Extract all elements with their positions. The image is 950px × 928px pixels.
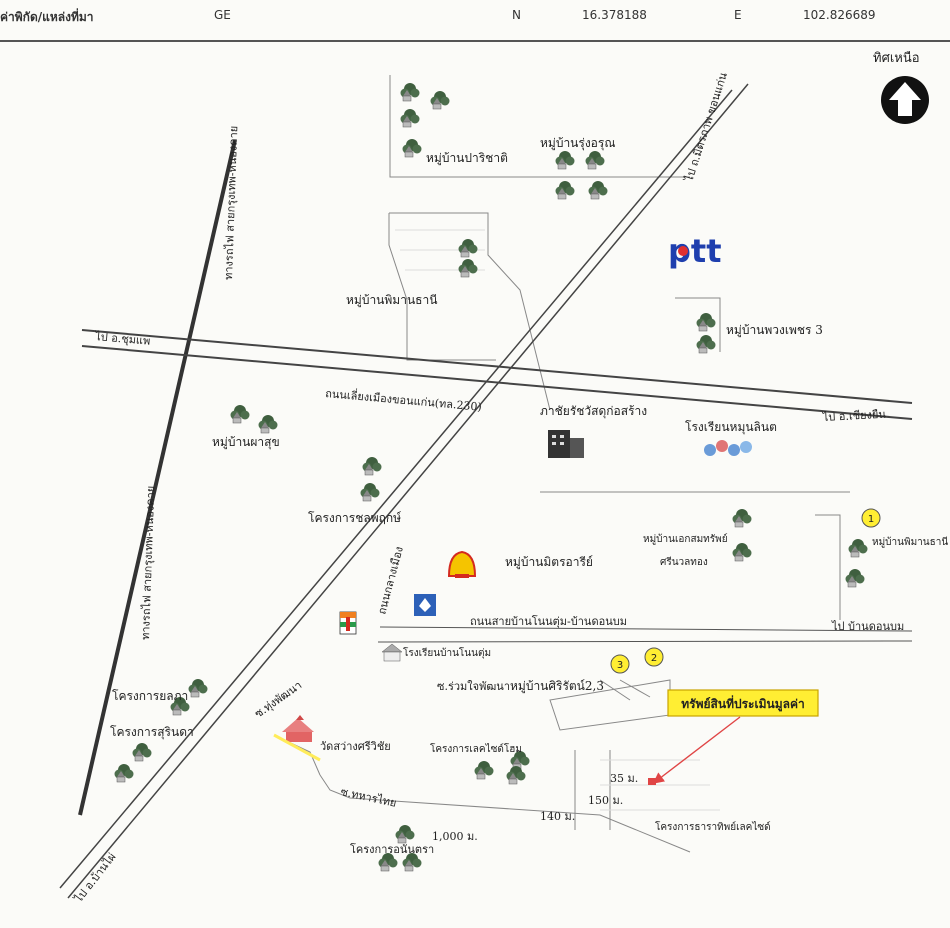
direction-chiangyuen: ไป อ.เชียงยืน <box>821 408 886 424</box>
source-value: GE <box>214 8 231 22</box>
highway-label: ถนนเลี่ยงเมืองขอนแก่น(ทล.230) <box>325 385 483 414</box>
east-value: 102.826689 <box>803 8 876 22</box>
svg-text:3: 3 <box>617 660 623 671</box>
label-rungarun: หมู่บ้านรุ่งอรุณ <box>540 136 615 151</box>
railway-label-bottom: ทางรถไฟ สายกรุงเทพ-หนองคาย <box>139 486 157 641</box>
label-construction: ภาชัยรัชวัสดุก่อสร้าง <box>540 404 647 419</box>
label-hotel: โรงเรียนหมุนลินต <box>685 420 777 435</box>
ptt-logo-text: ptt <box>668 232 722 270</box>
diagonal-road <box>59 83 749 899</box>
label-chonpruk: โครงการชลพฤกษ์ <box>308 511 401 525</box>
north-label: N <box>512 8 521 22</box>
property-pointer-arrow <box>652 716 741 784</box>
label-srinuan: ศรีนวลทอง <box>660 556 708 568</box>
label-phimanthani2: หมู่บ้านพิมานธานี <box>872 536 948 548</box>
north-arrow-icon <box>881 76 929 124</box>
distance-35m: 35 ม. <box>610 772 638 785</box>
distance-140m: 140 ม. <box>540 810 575 823</box>
label-sombat: หมู่บ้านเอกสมทรัพย์ <box>643 533 728 545</box>
property-callout: ทรัพย์สินที่ประเมินมูลค่า <box>667 689 819 717</box>
label-yonlapha: โครงการยลภา <box>112 689 188 703</box>
distance-1000m: 1,000 ม. <box>432 830 478 843</box>
north-text: ทิศเหนือ <box>873 50 920 66</box>
label-lakeside: โครงการธาราทิพย์เลคไซด์ <box>655 820 771 833</box>
temple-icon <box>282 715 314 742</box>
seven-eleven-logo-icon <box>339 611 357 635</box>
marker-1: 1 <box>861 508 881 528</box>
local-road <box>377 626 913 643</box>
direction-banphai: ไป อ.บ้านไผ่ <box>72 851 119 906</box>
lotus-logo-icon <box>414 594 436 616</box>
label-mitraria: หมู่บ้านมิตรอารีย์ <box>505 555 593 570</box>
label-surinda: โครงการสุรินดา <box>110 725 194 740</box>
distance-150m: 150 ม. <box>588 794 623 807</box>
lane3-label: ซ.ทหารไทย <box>339 785 397 810</box>
lane2-label: ซ.ทุ่งพัฒนา <box>252 679 304 721</box>
svg-text:2: 2 <box>651 653 657 664</box>
label-konthara: โครงการอนันตรา <box>350 842 434 856</box>
label-chokchai: โครงการเลคไซด์โฮม <box>430 742 522 755</box>
building-icon <box>548 430 584 458</box>
marker-3: 3 <box>610 654 630 674</box>
location-map: ทิศเหนือ ทางรถไฟ สายกรุงเทพ-หนองคาย ทางร… <box>59 50 948 906</box>
label-phimanthani: หมู่บ้านพิมานธานี <box>346 293 437 308</box>
coordinate-label: ค่าพิกัด/แหล่งที่มา <box>0 10 94 24</box>
mid-road-label: ถนนกลางเมือง <box>375 545 406 616</box>
marker-2: 2 <box>644 647 664 667</box>
label-pariyachat: หมู่บ้านปาริชาติ <box>426 151 508 166</box>
property-location-marker <box>648 778 656 785</box>
label-phasuk: หมู่บ้านผาสุข <box>212 435 280 450</box>
property-label: ทรัพย์สินที่ประเมินมูลค่า <box>681 695 805 712</box>
highlight-road <box>273 733 321 762</box>
people-group-icon <box>704 440 752 456</box>
local-road-label: ถนนสายบ้านโนนตุ่ม-บ้านดอนบม <box>470 614 627 628</box>
svg-text:1: 1 <box>868 514 874 525</box>
shell-logo-icon <box>447 550 477 578</box>
north-value: 16.378188 <box>582 8 647 22</box>
direction-donbom: ไป บ้านดอนบม <box>831 620 904 633</box>
railway-label-top: ทางรถไฟ สายกรุงเทพ-หนองคาย <box>222 126 240 281</box>
east-label: E <box>734 8 742 22</box>
block-outlines <box>279 75 850 853</box>
label-school: โรงเรียนบ้านโนนตุ่ม <box>403 646 491 659</box>
school-building-icon <box>381 643 403 662</box>
label-sirirat: หมู่บ้านศิริรัตน์2,3 <box>510 679 604 694</box>
coordinate-header: ค่าพิกัด/แหล่งที่มา GE N 16.378188 E 102… <box>0 0 950 42</box>
direction-chumphae: ไป อ.ชุมแพ <box>94 330 151 348</box>
railway-line <box>78 139 237 816</box>
ptt-logo-icon: ptt <box>668 232 722 270</box>
label-temple: วัดสว่างศรีวิชัย <box>320 740 391 753</box>
lane1-label: ซ.ร่วมใจพัฒนา <box>437 680 510 693</box>
label-phuangphet: หมู่บ้านพวงเพชร 3 <box>726 323 823 338</box>
highway-230 <box>81 329 913 420</box>
direction-nongkhai: ไป ถ.มิตรภาพ ขอนแก่น <box>682 70 730 183</box>
